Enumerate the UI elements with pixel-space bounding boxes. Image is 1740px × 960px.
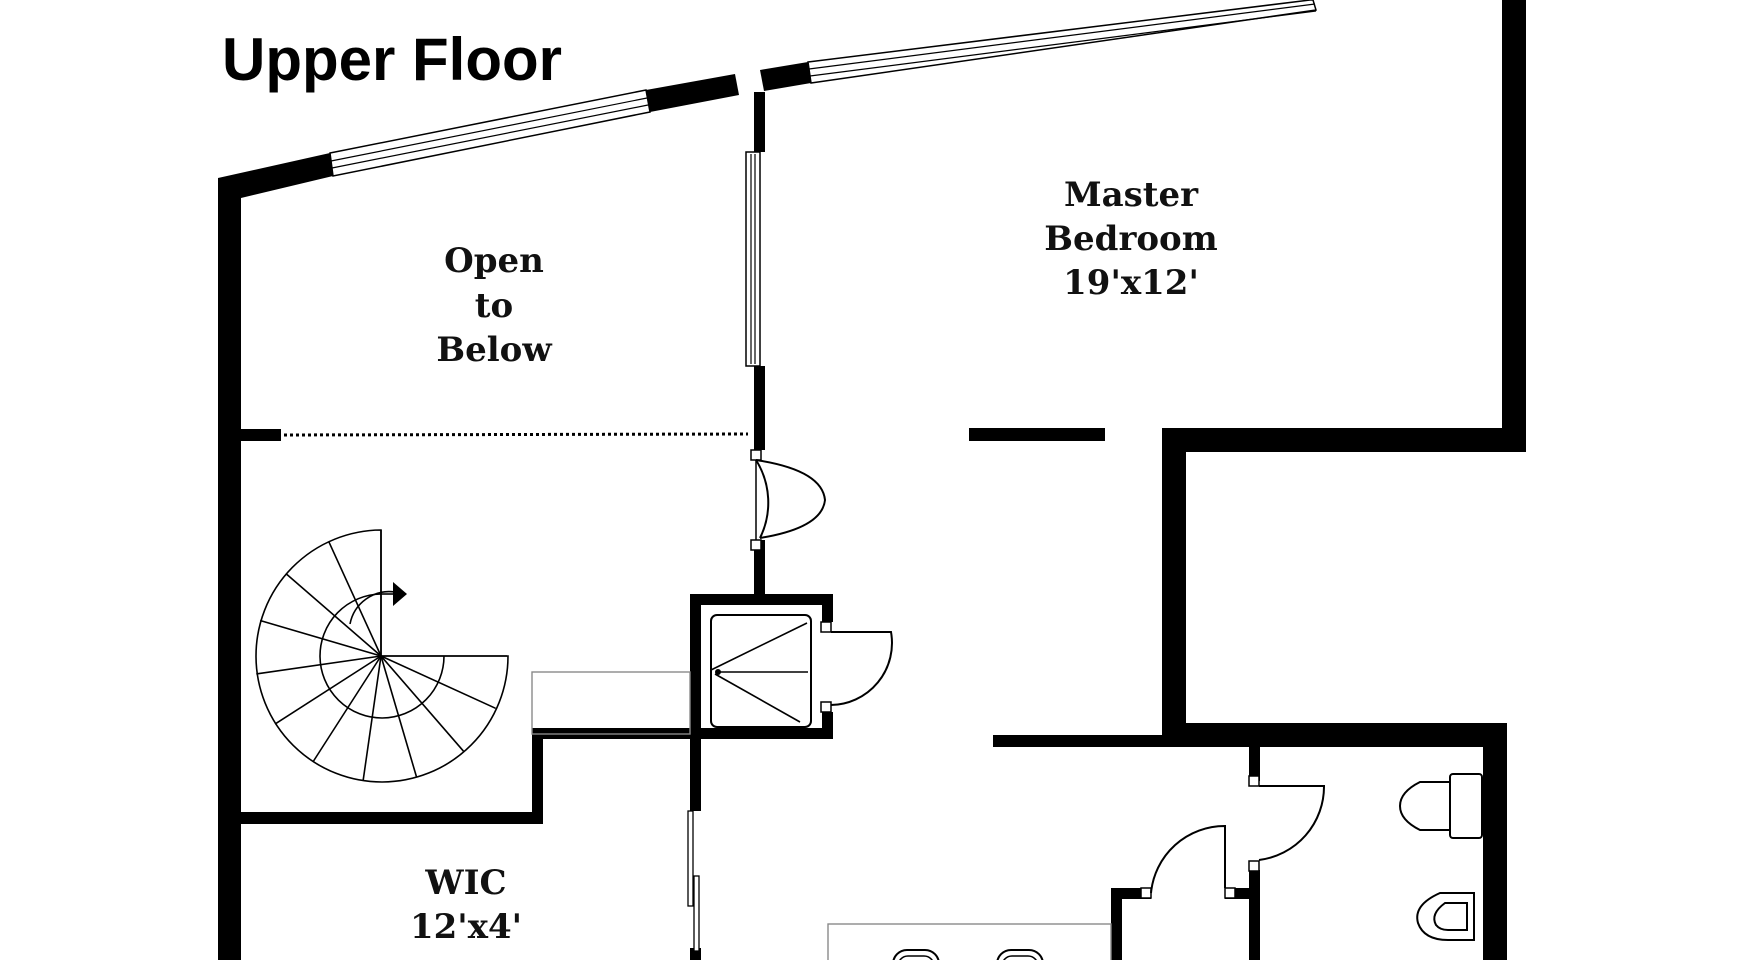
door-shower [820,621,893,713]
sliding-glass-panel [745,151,761,367]
double-vanity-sinks [827,923,1112,960]
open-to-below-railing [283,432,749,437]
room-label-line: to [475,286,513,326]
stair-tread [327,541,382,657]
stair-tread [274,655,382,725]
toilet [1398,773,1483,839]
stair-tread [285,572,382,657]
stair-tread [380,655,465,752]
stair-tread [259,619,382,657]
stair-tread [312,655,382,763]
door-vanity [1140,824,1236,899]
bidet [1416,892,1475,941]
room-label-line: Below [436,330,552,370]
room-label-line: Bedroom [1044,219,1217,259]
exterior-walls [218,0,1526,960]
room-label-line: Master [1064,175,1199,215]
spiral-staircase [255,529,509,783]
floor-title: Upper Floor [222,26,562,93]
stair-tread [362,655,382,781]
window-right [807,0,1317,84]
room-label-line: 19'x12' [1063,263,1199,303]
stair-tread [380,655,496,710]
stair-tread [380,655,418,778]
room-label-line: WIC [424,863,506,903]
stair-tread [256,655,382,675]
room-label-wic: WIC 12'x4' [410,863,522,947]
room-label-master-bedroom: Master Bedroom 19'x12' [1044,175,1217,303]
room-label-line: 12'x4' [410,907,522,947]
shower [710,614,812,728]
door-toilet-room [1248,775,1326,872]
door-hall-1 [750,449,827,551]
wic-sliding-door [687,810,700,952]
window-left [329,89,651,177]
top-slanted-wall [218,62,811,204]
room-label-open-to-below: Open to Below [436,241,552,370]
room-label-line: Open [444,241,544,281]
stair-landing [531,671,691,735]
